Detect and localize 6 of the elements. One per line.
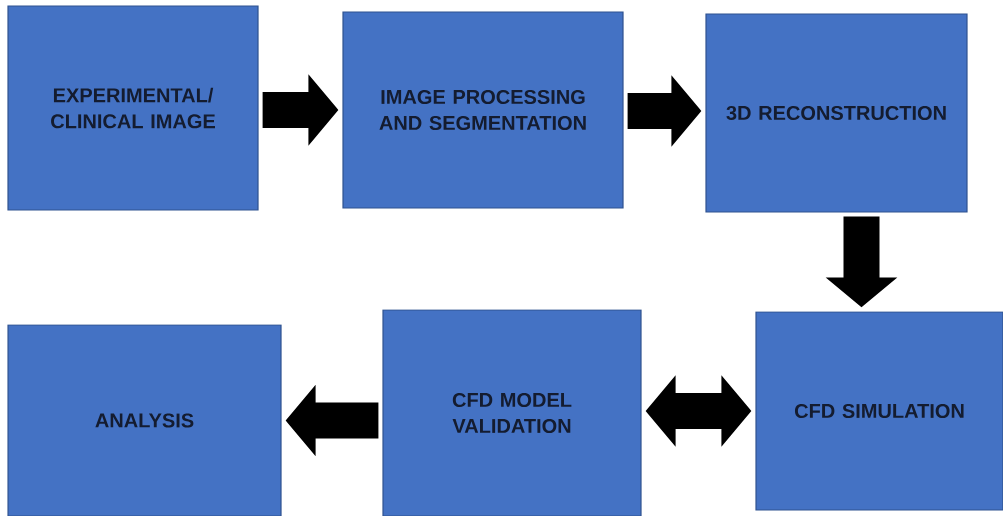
process-box: CFD MODEL VALIDATION bbox=[382, 309, 642, 516]
process-box: IMAGE PROCESSING AND SEGMENTATION bbox=[342, 11, 624, 209]
process-box: ANALYSIS bbox=[7, 324, 282, 516]
process-box: EXPERIMENTAL/ CLINICAL IMAGE bbox=[7, 5, 259, 211]
process-box: 3D RECONSTRUCTION bbox=[705, 13, 968, 213]
process-box: CFD SIMULATION bbox=[755, 311, 1003, 511]
